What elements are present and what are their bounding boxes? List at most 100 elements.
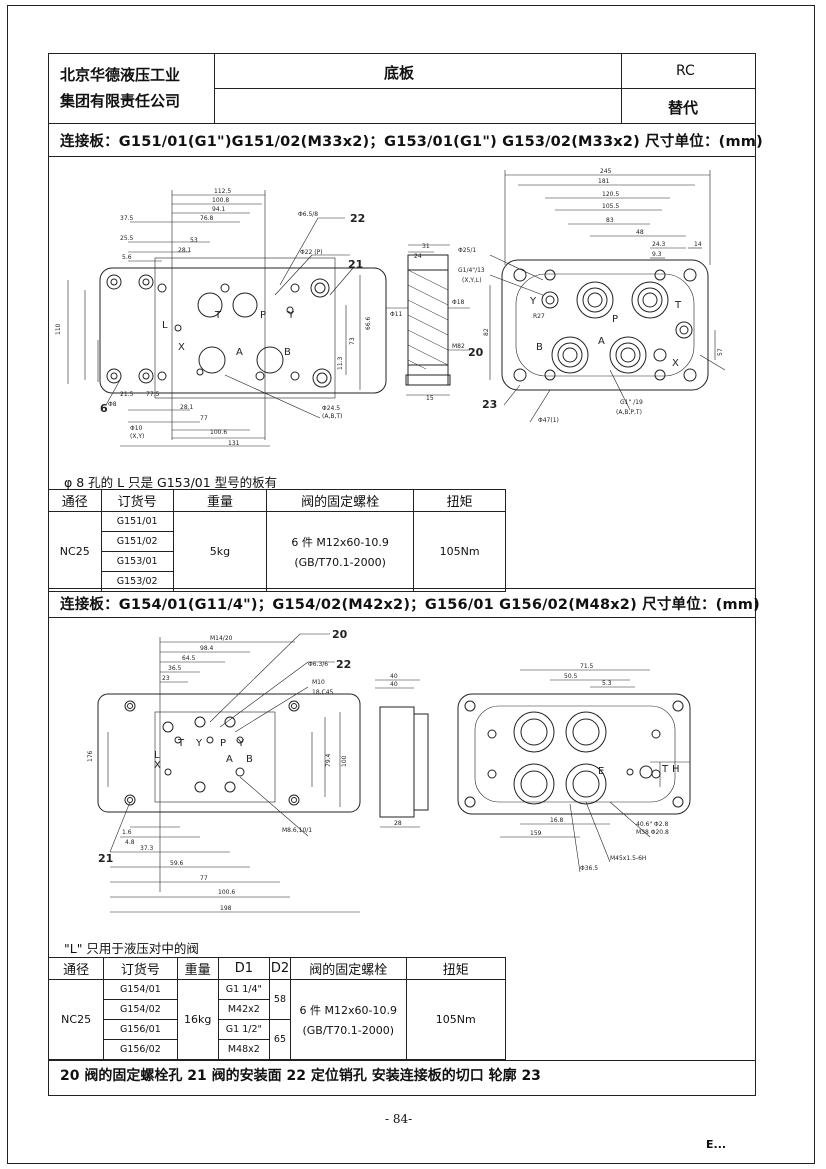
svg-text:1.6: 1.6	[122, 829, 132, 836]
plate-inner-outline	[154, 257, 336, 399]
company-name-line2: 集团有限责任公司	[60, 92, 181, 110]
svg-text:28.1: 28.1	[180, 404, 194, 411]
svg-text:23: 23	[162, 675, 170, 682]
svg-text:T: T	[177, 738, 185, 749]
svg-text:20: 20	[332, 628, 348, 641]
company-name-line1: 北京华德液压工业	[60, 66, 181, 84]
svg-text:100: 100	[341, 755, 348, 767]
port-Y-label: Y	[287, 310, 295, 321]
svg-text:25.5: 25.5	[120, 235, 134, 242]
section2-note: "L" 只用于液压对中的阀	[64, 941, 199, 956]
svg-text:112.5: 112.5	[214, 188, 231, 195]
svg-text:21.5: 21.5	[120, 391, 134, 398]
s2-order-3: G156/01	[103, 1019, 178, 1040]
svg-text:73: 73	[349, 337, 356, 345]
s1-order-3: G153/01	[100, 551, 174, 572]
document-code: RC	[676, 63, 695, 79]
svg-text:82: 82	[483, 328, 490, 336]
port-T-label: T	[214, 310, 222, 321]
svg-text:28.1: 28.1	[178, 247, 192, 254]
svg-text:57: 57	[717, 348, 724, 356]
svg-text:159: 159	[530, 830, 542, 837]
s1-th-torque: 扭矩	[413, 489, 506, 512]
s2-torque-cell: 105Nm	[405, 979, 507, 1060]
port-P-label: P	[260, 310, 266, 321]
s2-th-d2: D2	[268, 957, 292, 980]
s2-d1-1: G1 1/4"	[217, 979, 270, 1000]
svg-text:48: 48	[636, 229, 644, 236]
svg-text:Φ22 (P): Φ22 (P)	[300, 249, 323, 256]
svg-text:(A,B,T): (A,B,T)	[322, 413, 342, 420]
svg-text:77: 77	[200, 875, 208, 882]
svg-text:94.1: 94.1	[212, 206, 226, 213]
port-X-label: X	[178, 342, 185, 353]
svg-text:Φ10: Φ10	[130, 425, 143, 432]
svg-text:B: B	[246, 754, 253, 765]
s1-th-bolt: 阀的固定螺栓	[266, 489, 415, 512]
svg-text:22: 22	[336, 658, 351, 671]
plate-outline	[99, 267, 387, 394]
section1-spec-bottom-line	[48, 156, 756, 157]
svg-text:36.5: 36.5	[168, 665, 182, 672]
svg-text:23: 23	[482, 398, 497, 411]
svg-text:28: 28	[394, 820, 402, 827]
svg-text:100.6: 100.6	[210, 429, 227, 436]
s1-bolt-line2: (GB/T70.1-2000)	[294, 556, 386, 569]
replace-label: 替代	[668, 99, 699, 117]
svg-text:245: 245	[600, 168, 612, 175]
corner-mark: E...	[706, 1138, 727, 1151]
port-B-label: B	[284, 347, 291, 358]
svg-text:15: 15	[426, 395, 434, 402]
svg-text:105.5: 105.5	[602, 203, 619, 210]
svg-text:100.6: 100.6	[218, 889, 235, 896]
page-number: - 84-	[385, 1112, 413, 1126]
s2-th-size: 通径	[47, 957, 105, 980]
svg-text:P: P	[220, 738, 226, 749]
svg-text:Φ11: Φ11	[390, 311, 403, 318]
svg-text:P: P	[612, 314, 618, 325]
svg-text:L: L	[154, 750, 160, 761]
svg-text:M10: M10	[312, 679, 325, 686]
svg-text:T: T	[661, 764, 669, 775]
svg-text:40: 40	[390, 673, 398, 680]
s1-th-weight: 重量	[172, 489, 268, 512]
svg-text:66.6: 66.6	[365, 316, 372, 330]
svg-text:(A,B,P,T): (A,B,P,T)	[616, 409, 642, 416]
port-L-label: L	[162, 320, 168, 331]
svg-text:31: 31	[422, 243, 430, 250]
footer-legend: 20 阀的固定螺栓孔 21 阀的安装面 22 定位销孔 安装连接板的切口 轮廓 …	[60, 1068, 541, 1084]
svg-text:9.3: 9.3	[652, 251, 662, 258]
svg-text:21: 21	[98, 852, 113, 865]
svg-text:198: 198	[220, 905, 232, 912]
s2-d2-1: 58	[268, 979, 292, 1020]
s1-order-1: G151/01	[100, 511, 174, 532]
s2-d1-4: M48x2	[217, 1039, 270, 1060]
svg-text:24: 24	[414, 253, 422, 260]
svg-text:Φ8: Φ8	[108, 401, 117, 408]
svg-text:4.8: 4.8	[125, 839, 135, 846]
s2-th-order: 订货号	[103, 957, 178, 980]
svg-text:98.4: 98.4	[200, 645, 214, 652]
svg-text:E: E	[598, 766, 604, 777]
svg-text:5.3: 5.3	[602, 680, 612, 687]
svg-text:Φ25/1: Φ25/1	[458, 247, 476, 254]
svg-text:24.3: 24.3	[652, 241, 666, 248]
svg-text:Φ18: Φ18	[452, 299, 465, 306]
svg-text:Y: Y	[529, 296, 537, 307]
svg-text:37.3: 37.3	[140, 845, 154, 852]
section1-spec-line: 连接板：G151/01(G1")G151/02(M33x2)；G153/01(G…	[60, 134, 763, 150]
s1-th-size: 通径	[48, 489, 102, 512]
s1-order-2: G151/02	[100, 531, 174, 552]
s1-bolt-cell: 6 件 M12x60-10.9 (GB/T70.1-2000)	[266, 511, 415, 592]
svg-text:40.6" Φ2.8: 40.6" Φ2.8	[636, 821, 668, 828]
svg-text:6: 6	[100, 402, 108, 415]
svg-text:A: A	[598, 336, 605, 347]
svg-text:Y: Y	[237, 738, 245, 749]
svg-text:71.5: 71.5	[580, 663, 594, 670]
svg-text:18,C45: 18,C45	[312, 689, 334, 696]
svg-text:53: 53	[190, 237, 198, 244]
page-border	[7, 5, 815, 1164]
